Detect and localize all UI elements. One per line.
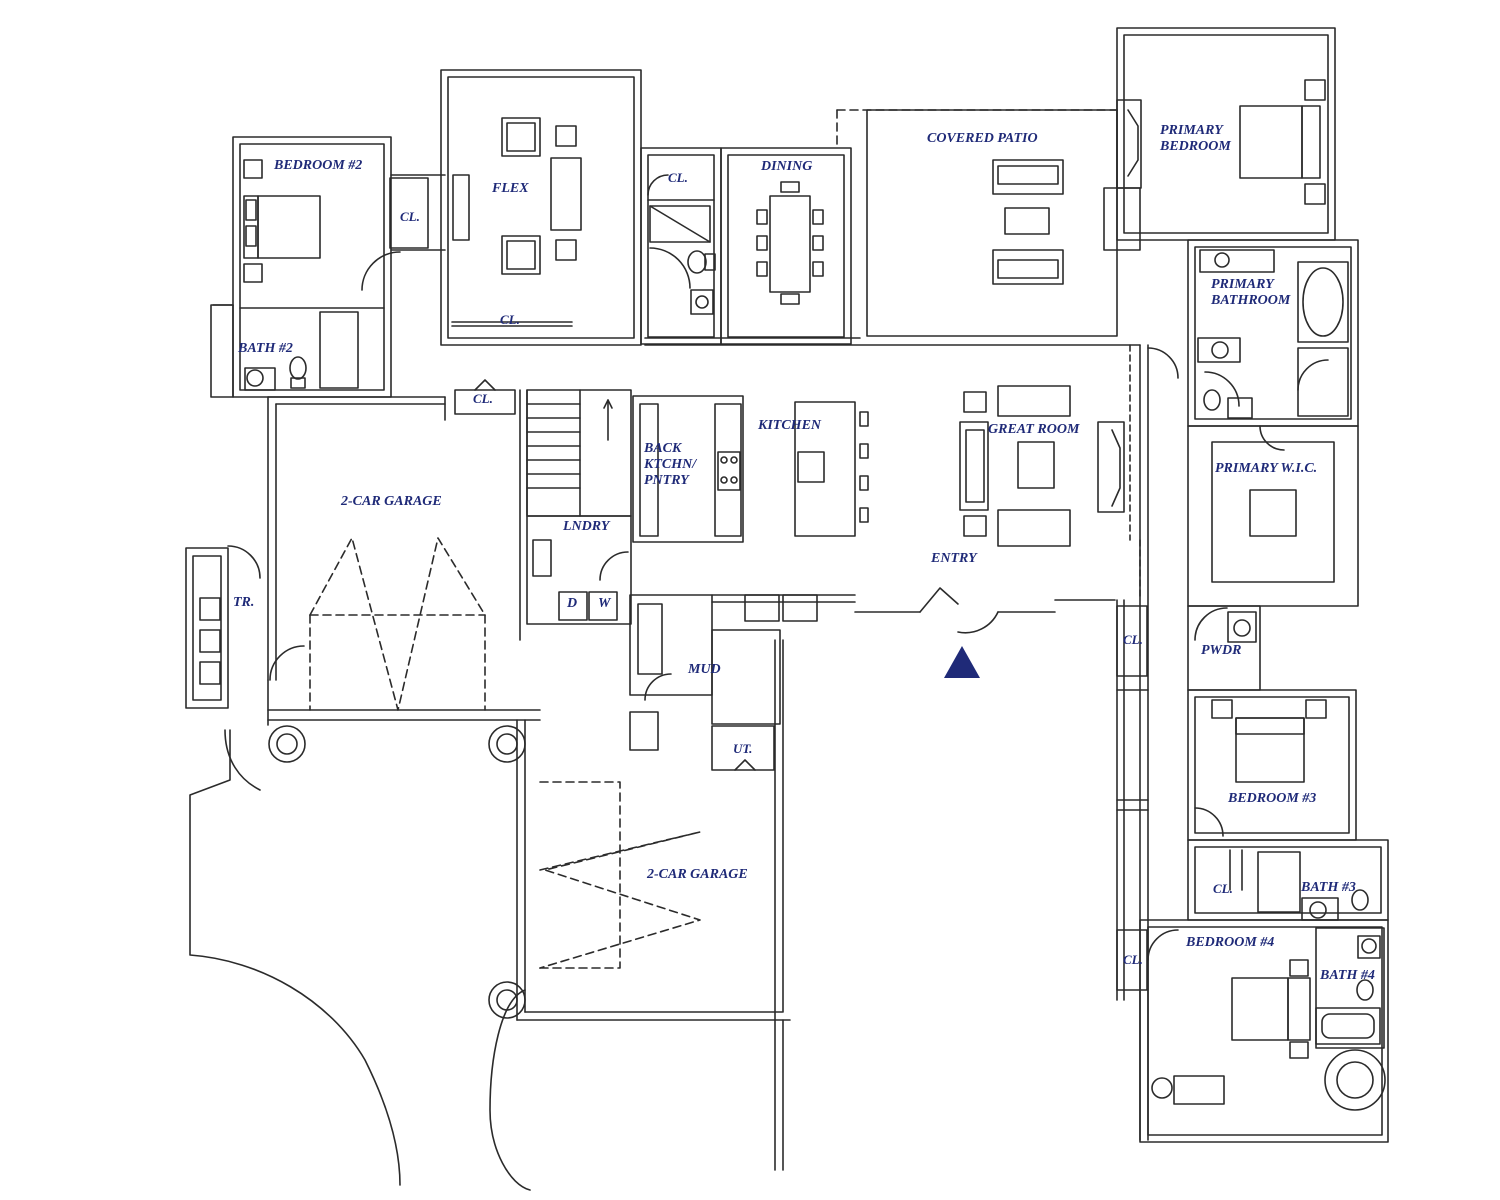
back-kitchen-walls bbox=[632, 395, 744, 543]
label-primary-bedroom: PRIMARY BEDROOM bbox=[1160, 123, 1231, 154]
primary-wic-walls bbox=[1187, 425, 1359, 607]
label-great-room: GREAT ROOM bbox=[988, 422, 1080, 437]
kitchen-island bbox=[794, 401, 869, 537]
label-closet-bedroom4: CL. bbox=[1123, 952, 1143, 967]
label-kitchen: KITCHEN bbox=[758, 418, 822, 433]
label-bath4: BATH #4 bbox=[1320, 968, 1375, 983]
great-room bbox=[959, 344, 1131, 547]
label-mud: MUD bbox=[688, 662, 721, 677]
primary-bath-walls bbox=[1147, 239, 1359, 427]
dining-walls bbox=[720, 147, 852, 345]
label-closet-hall: CL. bbox=[473, 391, 493, 406]
label-closet-entry: CL. bbox=[1123, 632, 1143, 647]
bedroom2-walls bbox=[210, 136, 446, 398]
flex-walls bbox=[440, 69, 642, 346]
powder-walls bbox=[640, 147, 722, 345]
bedroom3-walls bbox=[1187, 689, 1357, 841]
label-bedroom2: BEDROOM #2 bbox=[274, 158, 363, 173]
label-entry: ENTRY bbox=[931, 551, 977, 566]
label-garage-left: 2-CAR GARAGE bbox=[341, 494, 442, 509]
label-closet-bedroom2: CL. bbox=[400, 209, 420, 224]
label-primary-wic: PRIMARY W.I.C. bbox=[1215, 461, 1318, 476]
label-closet-dining: CL. bbox=[668, 170, 688, 185]
bath3-walls bbox=[1187, 839, 1389, 921]
mud-walls bbox=[629, 594, 781, 751]
trees bbox=[268, 725, 1386, 1111]
label-washer: W bbox=[598, 596, 611, 611]
garage-left-walls bbox=[267, 537, 541, 726]
label-closet-flex: CL. bbox=[500, 312, 520, 327]
powder-room-walls bbox=[1187, 605, 1261, 691]
label-primary-bathroom: PRIMARY BATHROOM bbox=[1211, 277, 1291, 308]
label-bath2: BATH #2 bbox=[238, 341, 293, 356]
trash-walls bbox=[185, 545, 305, 709]
stairs bbox=[526, 389, 632, 517]
label-laundry: LNDRY bbox=[563, 519, 610, 534]
label-back-kitchen: BACK KTCHN/ PNTRY bbox=[644, 441, 697, 488]
laundry-walls bbox=[526, 515, 632, 625]
label-bath3: BATH #3 bbox=[1301, 880, 1356, 895]
label-dryer: D bbox=[567, 596, 578, 611]
label-flex: FLEX bbox=[492, 181, 529, 196]
entry-walls bbox=[711, 539, 1141, 634]
label-utility: UT. bbox=[733, 741, 753, 756]
label-covered-patio: COVERED PATIO bbox=[927, 131, 1038, 146]
label-powder: PWDR bbox=[1201, 643, 1242, 658]
east-hall-walls bbox=[1116, 344, 1149, 1141]
entry-arrow-icon bbox=[944, 646, 980, 678]
utility-walls bbox=[711, 725, 775, 771]
label-garage-right: 2-CAR GARAGE bbox=[647, 867, 748, 882]
label-bedroom4: BEDROOM #4 bbox=[1186, 935, 1275, 950]
bedroom4-walls bbox=[1139, 919, 1389, 1143]
driveway bbox=[189, 729, 531, 1191]
label-closet-bath3: CL. bbox=[1213, 881, 1233, 896]
label-dining: DINING bbox=[761, 159, 813, 174]
label-trash: TR. bbox=[233, 595, 255, 610]
primary-bedroom-walls bbox=[1103, 27, 1336, 251]
garage-right-walls bbox=[516, 639, 791, 1171]
label-bedroom3: BEDROOM #3 bbox=[1228, 791, 1317, 806]
